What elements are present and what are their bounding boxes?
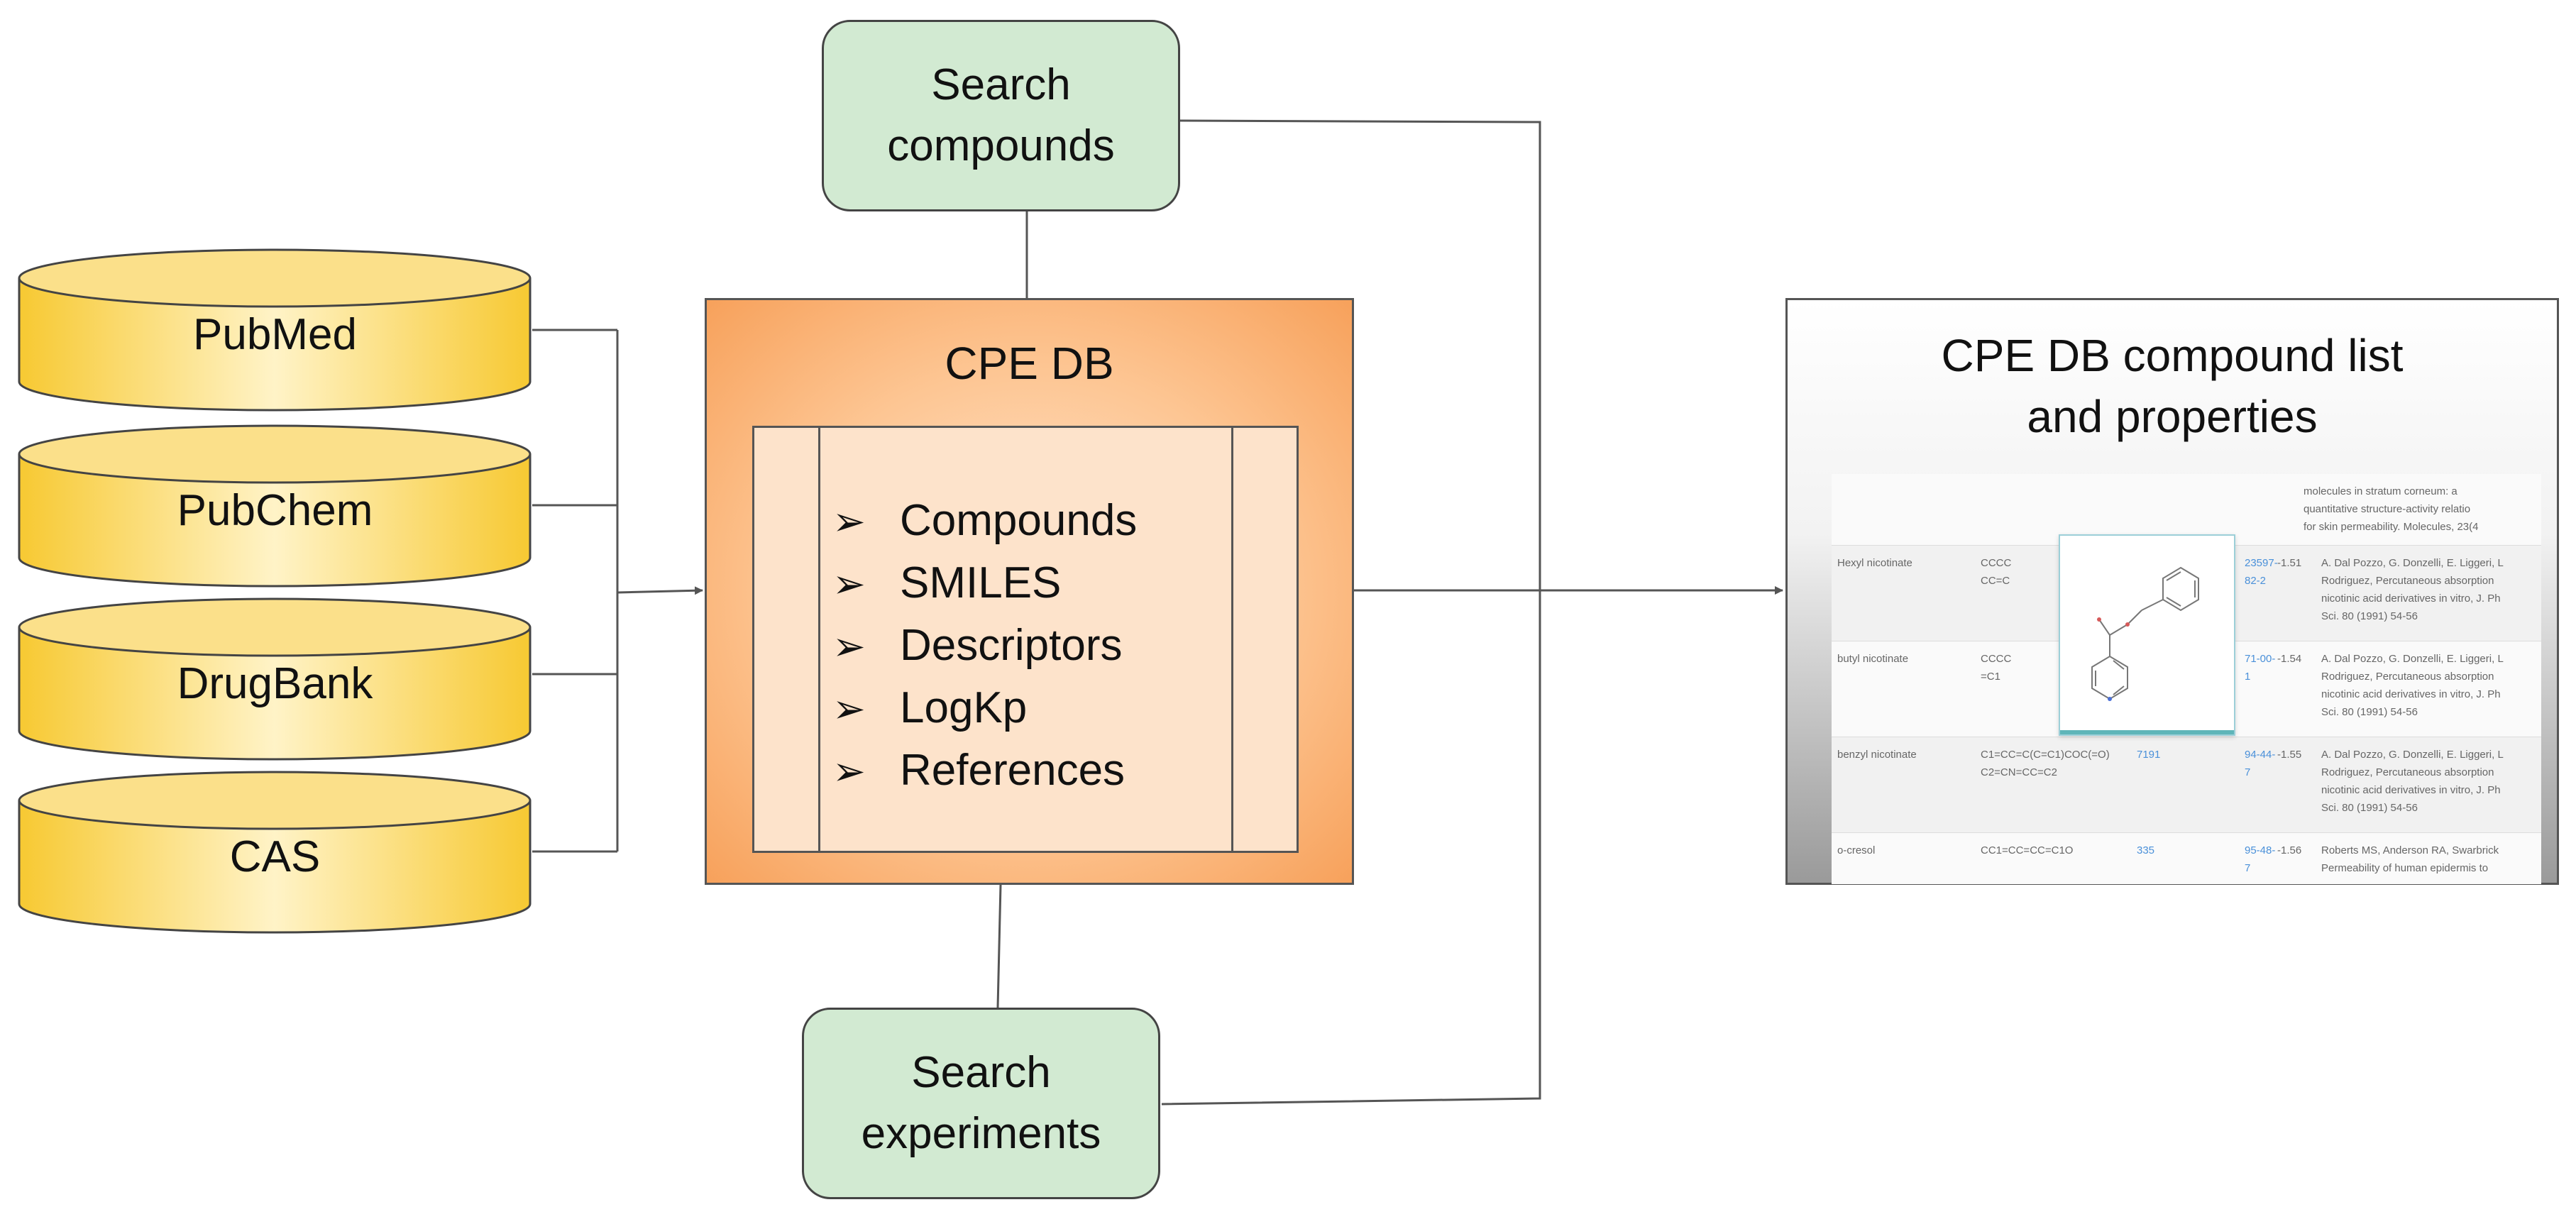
- arrow-bullet-icon: ➢: [832, 749, 866, 795]
- cpe-to-search-experiments-line: [996, 884, 1002, 1008]
- panel-divider-right: [1231, 428, 1233, 851]
- source-db-drugbank: DrugBank: [18, 597, 532, 761]
- arrow-bullet-icon: ➢: [832, 499, 866, 545]
- cpe-db-title: CPE DB: [945, 338, 1114, 389]
- popup-accent-bar: [2060, 730, 2234, 734]
- cid-link[interactable]: 335: [2137, 844, 2155, 856]
- cas-link[interactable]: 94-44- 7: [2245, 749, 2276, 778]
- search-compounds-box[interactable]: Search compounds: [822, 20, 1180, 211]
- table-row: o-cresol CC1=CC=CC=C1O 335 95-48- 7 -1.5…: [1832, 832, 2541, 884]
- search-experiments-line1: Search: [911, 1048, 1051, 1097]
- compound-list-screenshot: molecules in stratum corneum: a quantita…: [1832, 474, 2541, 884]
- cpe-db-item: ➢SMILES: [832, 553, 1137, 615]
- cpe-db-item-list: ➢Compounds ➢SMILES ➢Descriptors ➢LogKp ➢…: [832, 490, 1137, 803]
- search-compounds-line2: compounds: [887, 121, 1115, 170]
- source-db-cas: CAS: [18, 771, 532, 934]
- arrow-bullet-icon: ➢: [832, 686, 866, 732]
- source-db-pubmed: PubMed: [18, 248, 532, 412]
- cpe-db-item: ➢References: [832, 740, 1137, 803]
- panel-divider-left: [818, 428, 820, 851]
- cpe-db-contents-panel: ➢Compounds ➢SMILES ➢Descriptors ➢LogKp ➢…: [752, 426, 1299, 853]
- result-title: CPE DB compound list and properties: [1941, 330, 2404, 442]
- search-compounds-line1: Search: [931, 60, 1071, 109]
- table-row: butyl nicotinate CCCC =C1 71-00- 1 -1.54…: [1832, 641, 2541, 737]
- cas-link[interactable]: 23597- 82-2: [2245, 557, 2278, 587]
- drugbank-label: DrugBank: [177, 659, 373, 708]
- cpe-db-item: ➢LogKp: [832, 678, 1137, 740]
- cpe-db-box: CPE DB ➢Compounds ➢SMILES ➢Descriptors ➢…: [705, 298, 1354, 885]
- cpe-db-item: ➢Descriptors: [832, 615, 1137, 678]
- table-row: molecules in stratum corneum: a quantita…: [2303, 485, 2479, 533]
- table-row: benzyl nicotinate C1=CC=C(C=C1)COC(=O) C…: [1832, 737, 2541, 833]
- search-experiments-box[interactable]: Search experiments: [802, 1008, 1160, 1199]
- pubchem-label: PubChem: [177, 486, 373, 535]
- cas-link[interactable]: 95-48- 7: [2245, 844, 2276, 874]
- cas-label: CAS: [229, 832, 321, 881]
- cas-link[interactable]: 71-00- 1: [2245, 653, 2276, 683]
- source-db-pubchem: PubChem: [18, 424, 532, 588]
- cpe-db-item: ➢Compounds: [832, 490, 1137, 553]
- structure-popup: [2059, 534, 2235, 736]
- search-compounds-connector: [1161, 119, 1541, 1106]
- arrow-bullet-icon: ➢: [832, 624, 866, 670]
- sources-to-cpe-arrow: [617, 586, 703, 595]
- arrow-bullet-icon: ➢: [832, 561, 866, 607]
- molecule-structure-icon: [2091, 566, 2199, 701]
- pubmed-label: PubMed: [193, 310, 357, 359]
- cid-link[interactable]: 7191: [2137, 749, 2161, 761]
- result-panel: CPE DB compound list and properties mole…: [1785, 298, 2559, 885]
- search-experiments-line2: experiments: [861, 1109, 1101, 1158]
